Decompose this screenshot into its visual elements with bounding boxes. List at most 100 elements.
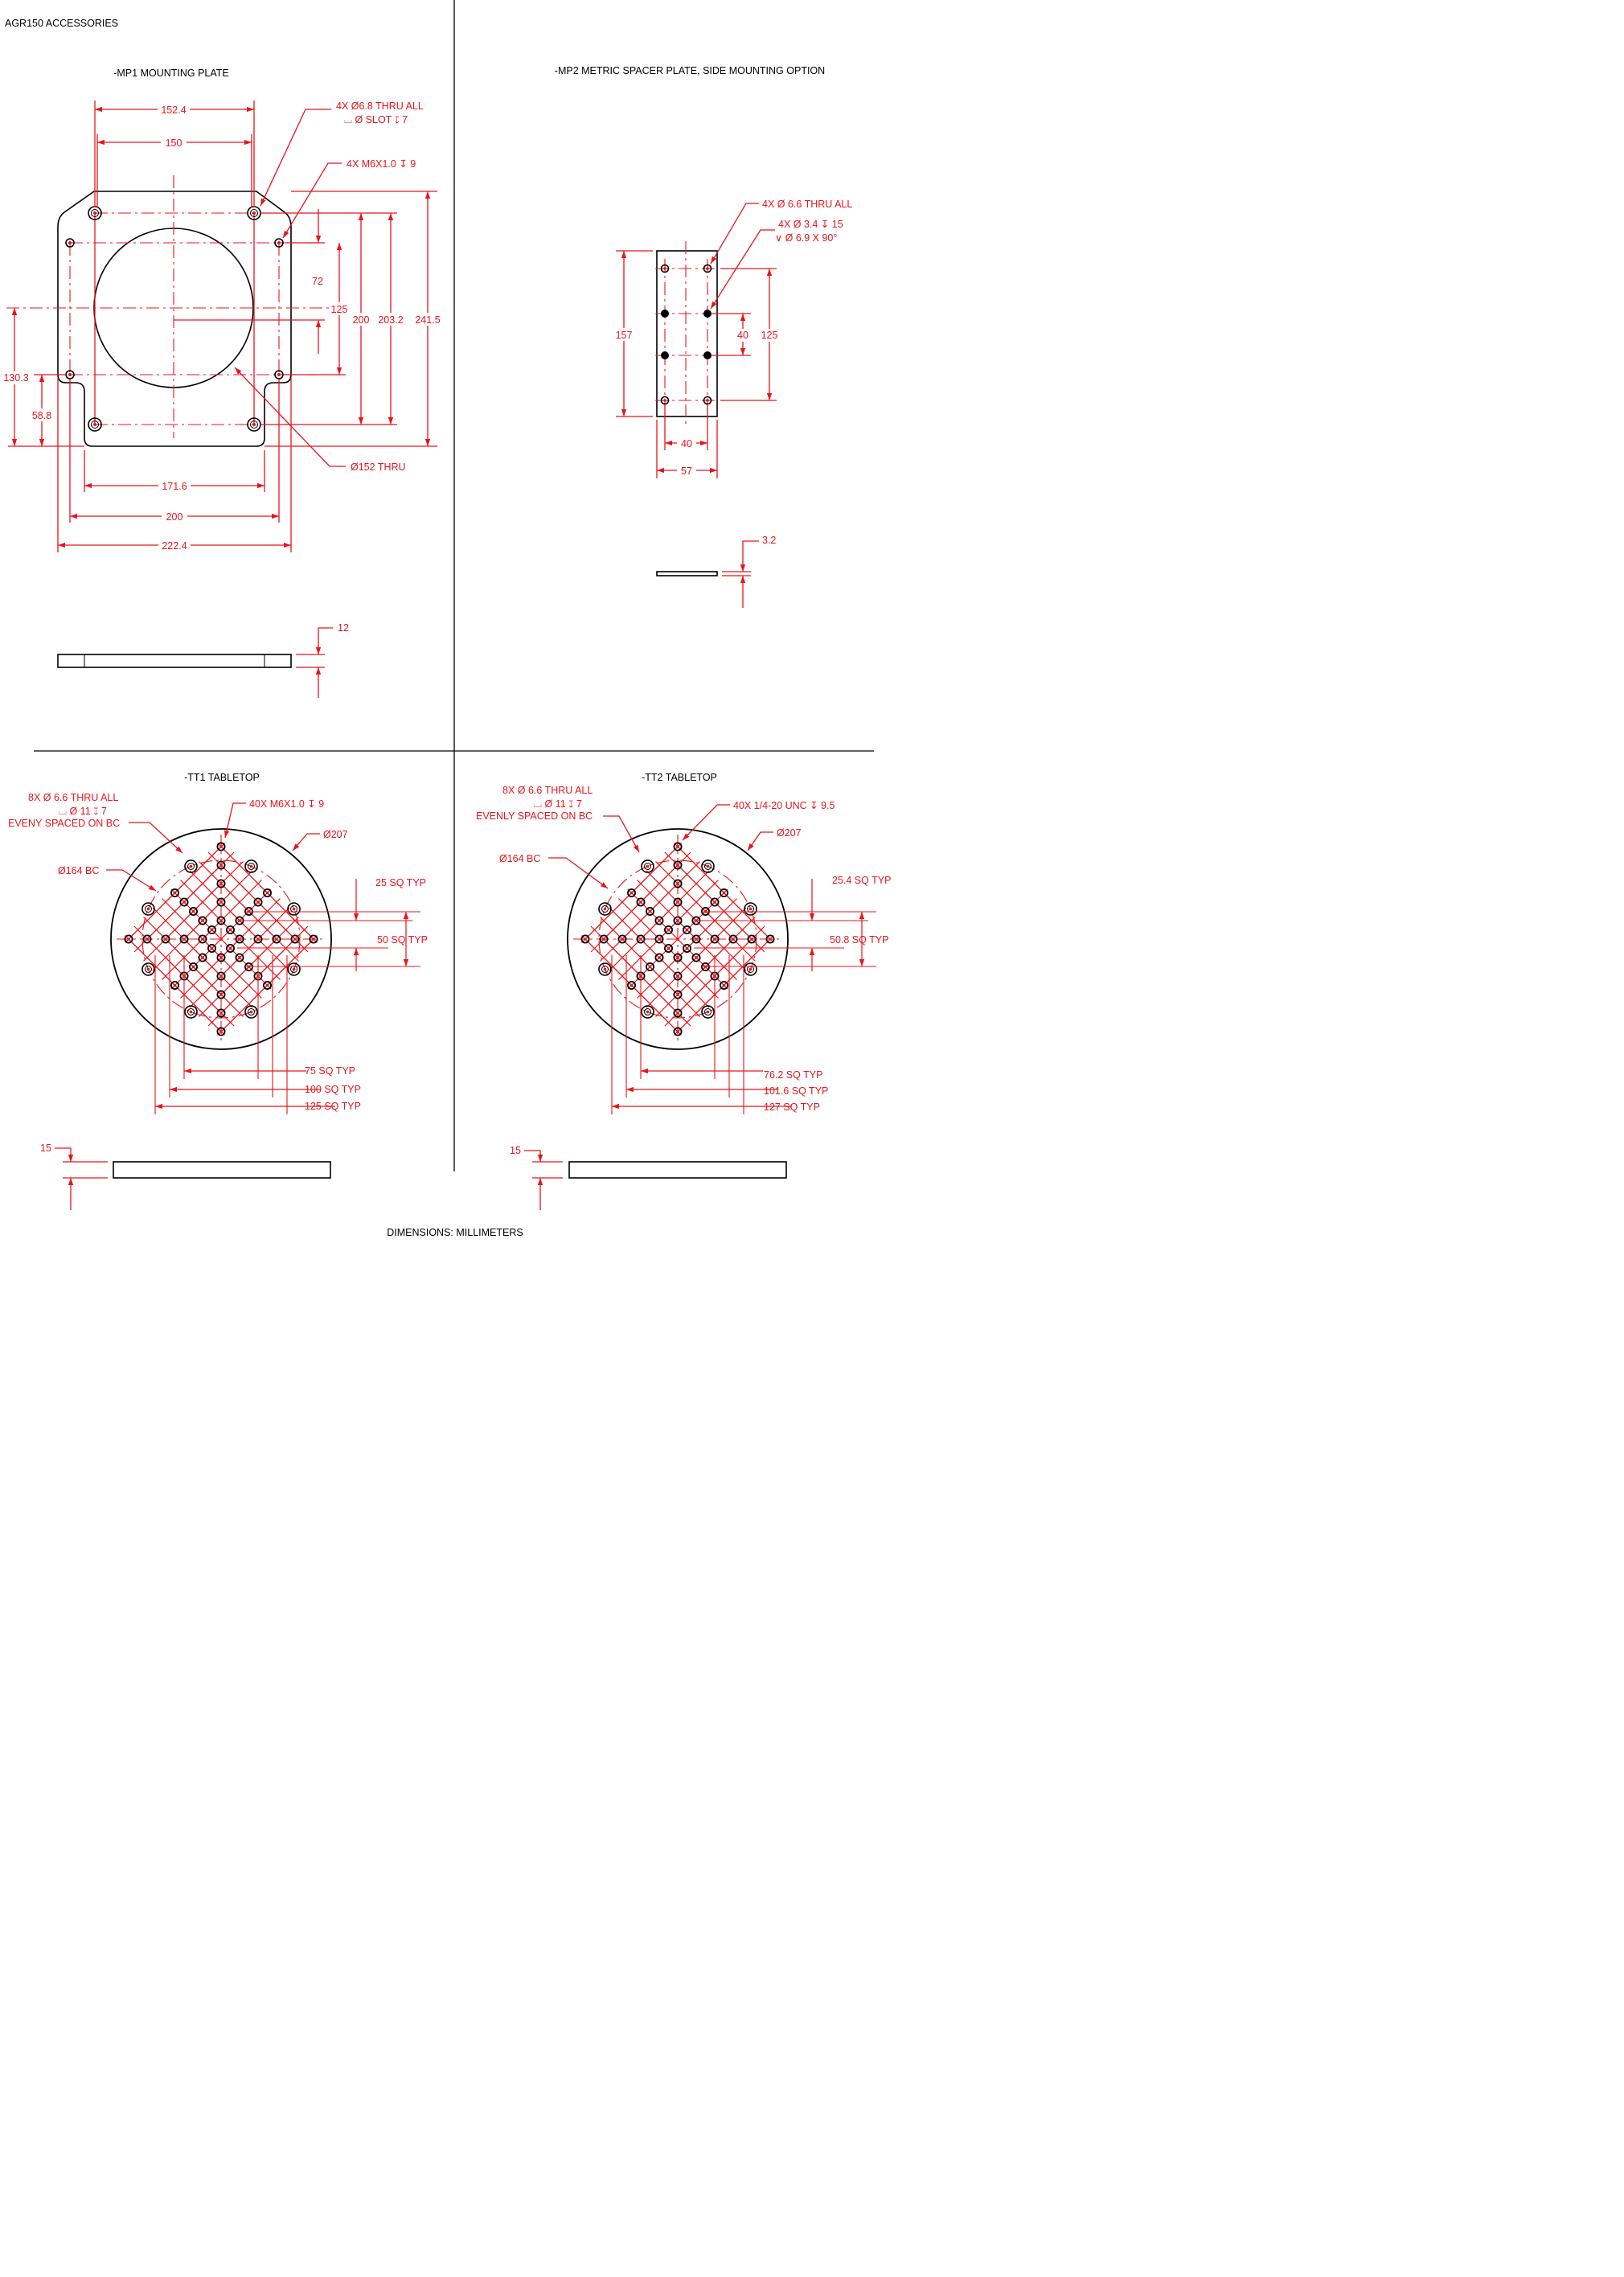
- tapped-hole-center: [676, 1011, 679, 1015]
- tapped-hole-center: [658, 919, 661, 922]
- tapped-hole: [216, 990, 226, 999]
- mp2-dim-125: 125: [761, 330, 778, 341]
- tapped-hole: [691, 934, 701, 944]
- tapped-hole: [170, 981, 179, 991]
- tapped-hole-center: [676, 974, 679, 978]
- counterbore-hole: [744, 962, 757, 976]
- tapped-hole-center: [256, 937, 260, 941]
- mp1-slot-hole: [88, 206, 102, 220]
- mp2-dim-157: 157: [616, 330, 633, 341]
- mp1-tapped-callout: 4X M6X1.0 ↧ 9: [347, 158, 416, 170]
- mp1-bore-callout: Ø152 THRU: [351, 462, 406, 473]
- counterbore-hole: [598, 962, 612, 976]
- counterbore-hole: [287, 962, 301, 976]
- tt2-sq-101-6: 101.6 SQ TYP: [764, 1085, 828, 1097]
- tapped-hole-center: [676, 845, 679, 848]
- counterbore-hole: [184, 860, 198, 873]
- mp2-csk-angle-callout: ∨ Ø 6.9 X 90°: [775, 232, 837, 244]
- thru-hole: [643, 862, 651, 870]
- mp2-thru-callout: 4X Ø 6.6 THRU ALL: [762, 199, 852, 210]
- mp1-dim-125: 125: [331, 304, 348, 315]
- tapped-hole-center: [695, 956, 698, 959]
- tapped-hole: [765, 934, 775, 944]
- tapped-hole: [216, 953, 226, 962]
- tapped-hole: [627, 981, 637, 991]
- thru-hole: [144, 905, 152, 913]
- tt2-sq-127: 127 SQ TYP: [764, 1102, 820, 1113]
- tapped-hole-center: [676, 901, 679, 904]
- thru-hole-center: [646, 864, 650, 868]
- tt1-side-view: [113, 1161, 331, 1179]
- tapped-hole-center: [228, 928, 232, 932]
- tapped-hole: [262, 888, 272, 898]
- mp2-csk-hole: [661, 310, 669, 318]
- tapped-hole-center: [666, 928, 671, 932]
- tapped-hole-center: [713, 901, 716, 904]
- mp1-title: -MP1 MOUNTING PLATE: [113, 68, 229, 79]
- tapped-hole-center: [695, 937, 698, 941]
- tapped-hole: [216, 860, 226, 870]
- tapped-hole: [747, 934, 757, 944]
- tapped-hole: [198, 953, 207, 962]
- tapped-hole: [179, 934, 189, 944]
- tapped-hole: [683, 925, 692, 935]
- counterbore-hole: [598, 902, 612, 916]
- tapped-hole: [683, 944, 692, 954]
- thru-hole-center: [249, 1010, 253, 1014]
- tt2-side-view: [568, 1161, 787, 1179]
- tt1-sq-50: 50 SQ TYP: [377, 934, 428, 946]
- bolt-circle: [598, 860, 757, 1019]
- tapped-hole-center: [182, 901, 186, 904]
- tapped-hole: [580, 934, 590, 944]
- mp1-side-view: [57, 654, 292, 668]
- tapped-hole-center: [238, 937, 241, 941]
- tt1-od-callout: Ø207: [323, 829, 348, 840]
- tapped-hole: [664, 925, 674, 935]
- counterbore-hole: [184, 1005, 198, 1019]
- tapped-hole-center: [219, 1011, 223, 1015]
- thru-hole: [144, 966, 152, 974]
- tapped-hole-center: [658, 956, 661, 959]
- tapped-hole-center: [210, 928, 214, 932]
- tapped-hole-center: [219, 974, 223, 978]
- mp1-dim-200: 200: [353, 314, 370, 326]
- tt2-sq-50-8: 50.8 SQ TYP: [830, 934, 888, 946]
- tapped-hole-center: [722, 891, 726, 895]
- tapped-hole-center: [648, 965, 652, 969]
- tapped-hole: [617, 934, 627, 944]
- tt2-spacing-callout: EVENLY SPACED ON BC: [476, 810, 593, 822]
- tapped-hole-center: [201, 956, 204, 959]
- tapped-hole-center: [256, 901, 260, 904]
- tapped-hole-center: [639, 901, 642, 904]
- counterbore-hole: [641, 1005, 654, 1019]
- mp2-csk-hole: [661, 351, 669, 359]
- tapped-hole-center: [201, 937, 204, 941]
- thru-hole-center: [748, 967, 753, 971]
- mp1-view: -MP1 MOUNTING PLATE 152.4: [2, 68, 444, 698]
- tapped-hole: [728, 934, 738, 944]
- tapped-hole: [216, 1027, 226, 1036]
- tt1-spacing-callout: EVENY SPACED ON BC: [8, 818, 120, 829]
- tt1-plate-graphics: [110, 828, 420, 1114]
- tapped-hole-center: [219, 993, 223, 996]
- tapped-hole: [235, 953, 244, 962]
- tt1-tapped-callout: 40X M6X1.0 ↧ 9: [249, 798, 324, 810]
- tapped-hole: [673, 1008, 683, 1018]
- tapped-hole: [673, 879, 683, 888]
- mp1-dim-152-4: 152.4: [161, 105, 186, 116]
- tapped-hole-center: [630, 891, 634, 895]
- tapped-hole-center: [191, 909, 195, 913]
- tapped-hole: [216, 879, 226, 888]
- tapped-hole-center: [621, 937, 624, 941]
- thru-hole: [187, 862, 195, 870]
- thru-hole-center: [146, 907, 150, 911]
- mp2-thru-hole: [703, 396, 712, 405]
- tapped-hole-center: [639, 937, 642, 941]
- mp1-slot-callout: ⌴ Ø SLOT ↧ 7: [344, 114, 408, 125]
- thru-hole-center: [603, 907, 607, 911]
- tapped-hole-center: [210, 946, 214, 950]
- tt1-cbore-callout: ⌴ Ø 11 ↧ 7: [59, 806, 107, 817]
- mp1-tapped-hole: [274, 238, 284, 248]
- mp2-title: -MP2 METRIC SPACER PLATE, SIDE MOUNTING …: [555, 65, 825, 76]
- mp1-dim-58-8: 58.8: [32, 410, 51, 421]
